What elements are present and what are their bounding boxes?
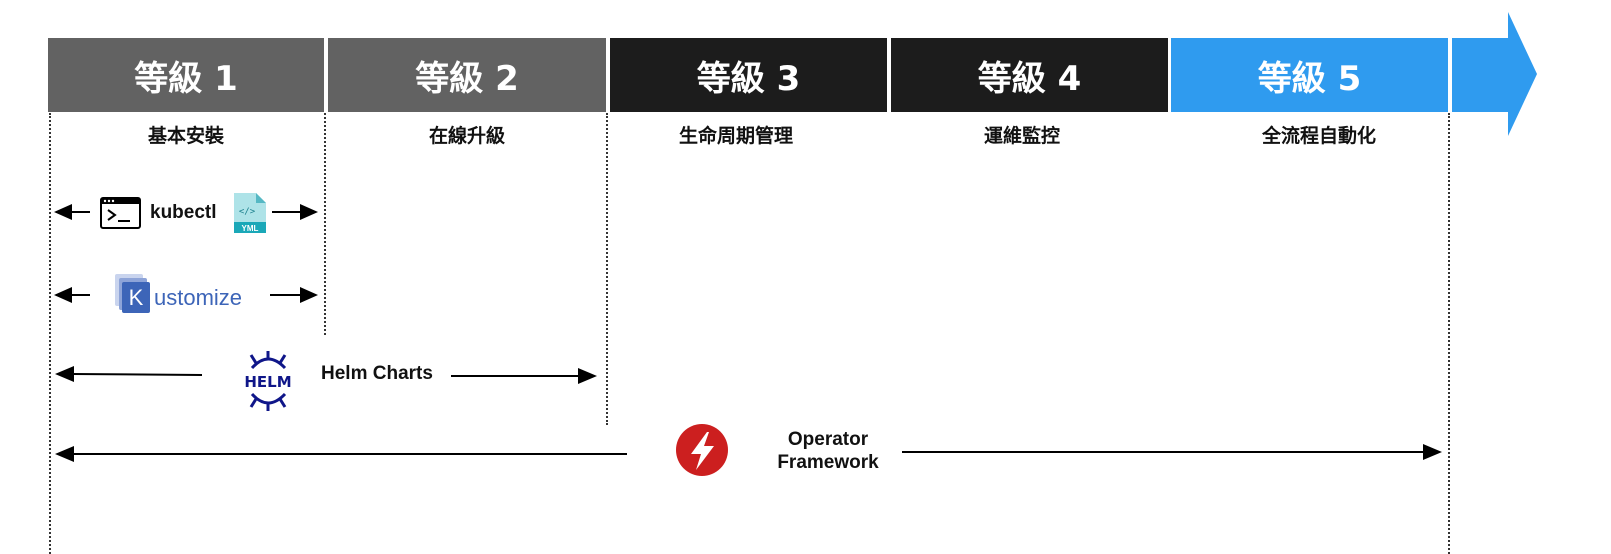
caption-level-1: 基本安裝 [147, 125, 224, 147]
helm-arrow-left [71, 373, 203, 376]
operator-label: Operator Framework [768, 428, 888, 474]
kustomize-arrowhead-left [54, 287, 72, 303]
helm-arrowhead-left [55, 366, 74, 382]
yaml-file-icon: </> YML [234, 193, 266, 233]
scope-line-left [49, 113, 51, 554]
operator-label-line2: Framework [777, 452, 879, 473]
kubectl-label: kubectl [150, 202, 217, 223]
level-5-header: 等級 5 [1171, 38, 1448, 112]
kubectl-arrowhead-left [54, 204, 72, 220]
caption-level-3: 生命周期管理 [678, 125, 793, 147]
terminal-icon [100, 197, 141, 229]
kustomize-label: ustomize [154, 285, 242, 310]
helm-label: Helm Charts [321, 363, 433, 384]
helm-logo-icon: HELM [244, 351, 292, 411]
level-3-header: 等級 3 [610, 38, 887, 112]
kustomize-arrowhead-right [300, 287, 318, 303]
svg-text:YML: YML [242, 224, 259, 233]
scope-line-level-1-end [324, 113, 326, 335]
svg-text:HELM: HELM [244, 373, 291, 391]
operator-arrowhead-left [55, 446, 74, 462]
caption-level-4: 運維監控 [983, 125, 1060, 147]
level-2-header: 等級 2 [328, 38, 606, 112]
scope-line-level-2-end [606, 113, 608, 425]
svg-text:K: K [129, 285, 144, 310]
level-1-header: 等級 1 [48, 38, 324, 112]
kustomize-logo-icon: K [115, 274, 150, 313]
progress-arrow-shape [1452, 12, 1537, 136]
operator-label-line1: Operator [787, 429, 869, 450]
caption-level-2: 在線升級 [428, 125, 505, 147]
helm-arrowhead-right [578, 368, 597, 384]
operator-arrowhead-right [1423, 444, 1442, 460]
scope-line-level-5-end [1448, 113, 1450, 554]
kubectl-arrowhead-right [300, 204, 318, 220]
level-4-header: 等級 4 [891, 38, 1168, 112]
caption-level-5: 全流程自動化 [1261, 125, 1376, 147]
operator-framework-icon [676, 424, 728, 476]
svg-text:</>: </> [239, 207, 256, 217]
